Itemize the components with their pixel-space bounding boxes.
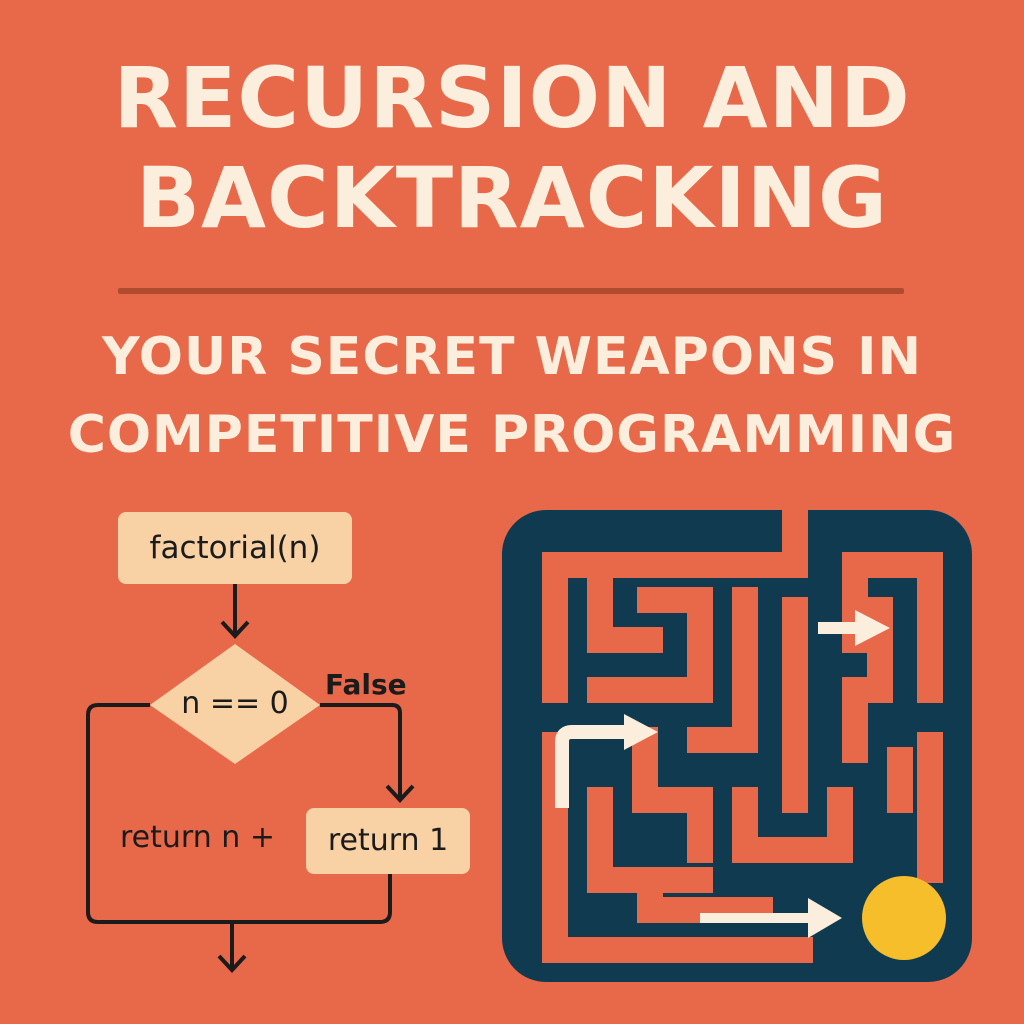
goal-circle-icon <box>862 876 946 960</box>
arrowhead-down-icon <box>217 954 247 973</box>
subtitle-line-1: YOUR SECRET WEAPONS IN <box>101 327 923 387</box>
flowchart-base-case-box: return 1 <box>306 808 470 874</box>
title-line-1: RECURSION AND <box>113 49 911 147</box>
flowchart-start-box: factorial(n) <box>118 512 352 584</box>
maze-paths <box>542 497 943 963</box>
title-line-2: BACKTRACKING <box>135 149 888 247</box>
arrowhead-right-icon <box>808 898 842 938</box>
flowchart-false-label: False <box>325 668 407 701</box>
maze-solution-arrows <box>555 610 890 938</box>
arrowhead-down-icon <box>220 620 250 639</box>
connector-loop-branch <box>86 703 392 924</box>
flowchart-condition-label: n == 0 <box>181 686 289 721</box>
condition-diamond <box>150 644 320 764</box>
arrowhead-down-icon <box>385 784 415 803</box>
arrowhead-right-icon <box>855 610 890 646</box>
subtitle-line-2: COMPETITIVE PROGRAMMING <box>67 405 957 465</box>
connector-false-branch <box>320 703 402 798</box>
arrow-right-icon <box>555 725 628 808</box>
arrowhead-right-icon <box>624 714 658 750</box>
title-divider <box>118 288 904 294</box>
flowchart-recursive-case: return n + <box>120 820 275 855</box>
